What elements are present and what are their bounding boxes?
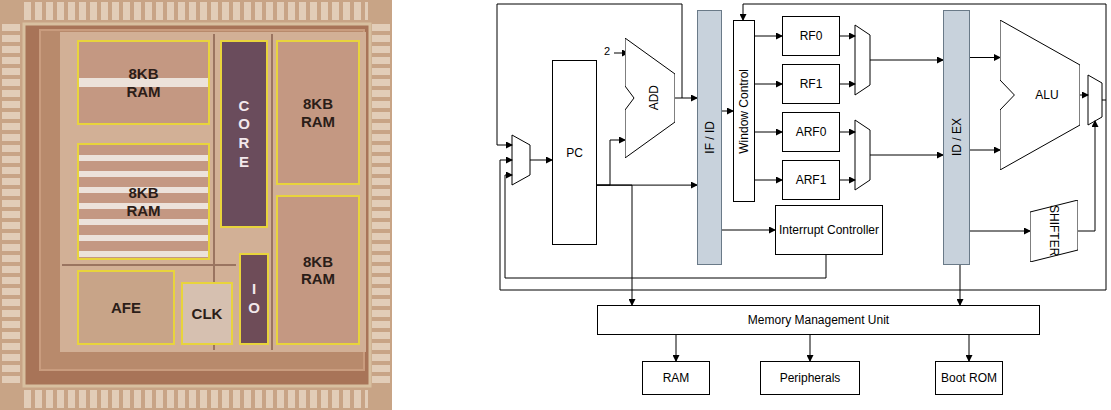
register-box: PC (552, 60, 597, 245)
node-label: ARF1 (796, 173, 827, 187)
input-constant: 2 (604, 45, 610, 57)
afe-block: AFE (77, 270, 175, 345)
node-label: ADD (647, 85, 661, 110)
core-block: CORE (220, 40, 268, 228)
connector (675, 98, 697, 99)
node-label: RF0 (800, 29, 823, 43)
wire (970, 150, 1000, 151)
node-label: ARF0 (796, 125, 827, 139)
node-label: 8KB RAM (120, 184, 168, 219)
wire (1078, 121, 1095, 231)
node-label: Boot ROM (941, 371, 997, 385)
wire (840, 84, 855, 85)
pipeline-register: ID / EX (943, 10, 970, 265)
connector (755, 36, 782, 37)
mux (855, 120, 870, 190)
mmu-box: Memory Management Unit (597, 305, 1040, 335)
register-file: ARF1 (782, 160, 840, 200)
ram-block: 8KB RAM (77, 40, 210, 125)
node-label: ALU (1035, 88, 1058, 102)
connector (597, 185, 632, 305)
adder-shape: ADD (625, 38, 675, 158)
rom-box: Boot ROM (935, 361, 1003, 395)
mux (855, 25, 870, 95)
clock-block: CLK (181, 282, 233, 345)
connector (755, 132, 782, 133)
node-label: 8KB RAM (120, 65, 168, 100)
connector (597, 140, 625, 185)
ram-block: 8KB RAM (276, 40, 360, 185)
wire (840, 36, 855, 37)
wire (960, 265, 961, 305)
memory-box: RAM (642, 361, 710, 395)
mux (1088, 75, 1102, 125)
node-label: 8KB RAM (294, 253, 342, 288)
node-label: PC (566, 146, 583, 160)
wire (530, 160, 552, 161)
wire (870, 155, 943, 156)
connector (755, 84, 782, 85)
alu-shape: ALU (1000, 20, 1080, 170)
pipeline-register: IF / ID (697, 10, 722, 265)
node-label: IO (247, 280, 262, 318)
node-label: Interrupt Controller (779, 223, 879, 237)
wire (840, 132, 855, 133)
node-label: CLK (192, 305, 223, 322)
node-label: Memory Management Unit (748, 313, 889, 327)
connector (755, 180, 782, 181)
node-label: RAM (663, 371, 690, 385)
node-label: SHIFTER (1047, 205, 1061, 256)
control-box: Window Control (733, 20, 755, 202)
connector (722, 230, 775, 231)
register-file: RF0 (782, 16, 840, 56)
node-label: RF1 (800, 77, 823, 91)
connector (676, 335, 677, 361)
ram-block: 8KB RAM (276, 195, 360, 345)
shifter-shape: SHIFTER (1030, 200, 1078, 262)
controller-box: Interrupt Controller (775, 205, 883, 255)
wire (840, 180, 855, 181)
node-label: Peripherals (780, 371, 841, 385)
io-block: IO (239, 253, 269, 345)
connector (970, 57, 1000, 58)
node-label: AFE (111, 299, 141, 316)
register-file: ARF0 (782, 112, 840, 152)
node-label: IF / ID (703, 121, 717, 154)
register-file: RF1 (782, 64, 840, 104)
peripheral-box: Peripherals (760, 361, 860, 395)
node-label: ID / EX (950, 118, 964, 156)
connector (970, 231, 1030, 232)
wire (1080, 95, 1088, 96)
connector (969, 335, 970, 361)
node-label: CORE (237, 97, 252, 172)
wire (870, 60, 943, 61)
mux (512, 135, 530, 185)
ram-block: 8KB RAM (77, 143, 210, 260)
connector (810, 335, 811, 361)
node-label: 8KB RAM (294, 95, 342, 130)
connector (722, 111, 733, 112)
node-label: Window Control (737, 69, 751, 154)
